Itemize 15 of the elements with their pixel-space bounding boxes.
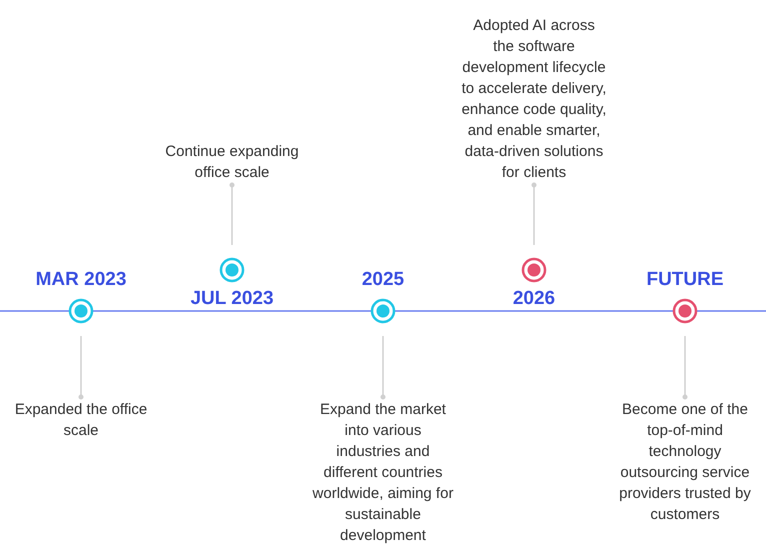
milestone-description: Continue expanding office scale: [152, 141, 312, 183]
date-label: 2026: [512, 288, 556, 310]
milestone-description: Expanded the office scale: [1, 399, 161, 441]
date-label: 2025: [362, 269, 404, 291]
leader-line: [682, 336, 688, 400]
date-label: FUTURE: [646, 269, 724, 291]
milestone-description: Adopted AI across the software development lifecycle to accelerate delivery, enhance code quality, and enable smarter, data-driven solutions for clients: [462, 15, 606, 183]
date-label: MAR 2023: [36, 269, 126, 291]
milestone-description: Expand the market into various industries and different countries worldwide, aiming for sustainable development: [310, 399, 456, 544]
milestone-description: Become one of the top-of-mind technology outsourcing service providers trusted by customers: [612, 399, 758, 525]
leader-line: [78, 336, 84, 400]
date-label: JUL 2023: [190, 288, 274, 310]
leader-line: [532, 182, 536, 245]
leader-line: [230, 182, 234, 245]
leader-line: [380, 336, 386, 400]
